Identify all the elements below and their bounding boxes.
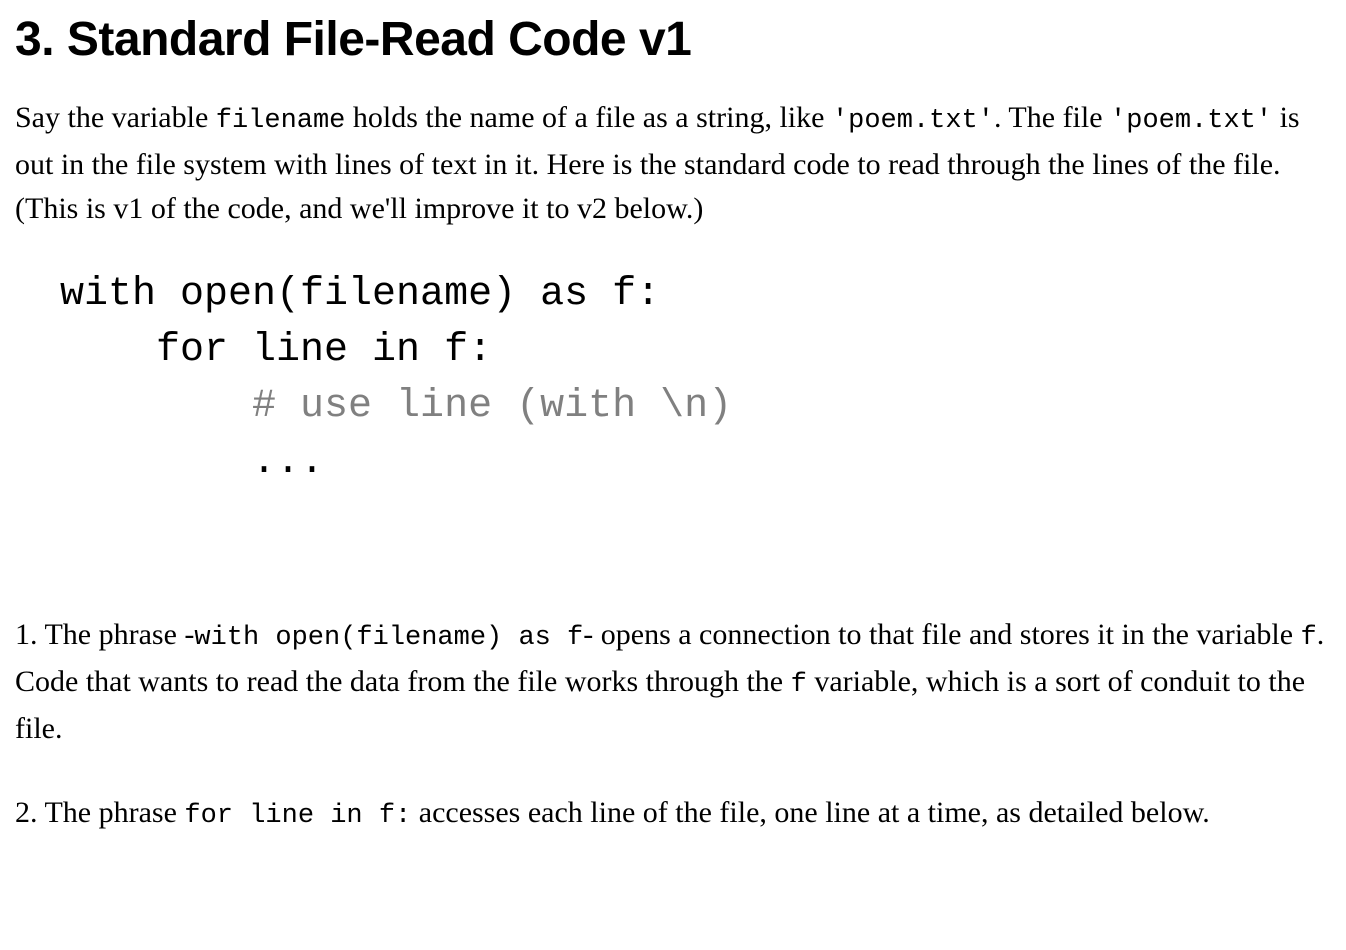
inline-code-filename: filename: [215, 106, 346, 136]
item-2-number: 2.: [15, 796, 38, 829]
intro-paragraph: Say the variable filename holds the name…: [15, 96, 1331, 231]
item-1-text-4: variable, which is a sort of conduit to …: [15, 665, 1306, 745]
numbered-item-2: 2. The phrase for line in f: accesses ea…: [15, 791, 1331, 838]
intro-text-4: is out in the file system with lines of …: [15, 101, 1300, 225]
document-page: 3. Standard File-Read Code v1 Say the va…: [15, 13, 1331, 838]
intro-text-1: Say the variable: [15, 101, 216, 134]
item-1-number: 1.: [15, 618, 38, 651]
item-1-text-2: - opens a connection to that file and st…: [583, 618, 1301, 651]
page-title: 3. Standard File-Read Code v1: [15, 13, 692, 66]
inline-code-poem-txt-1: 'poem.txt': [831, 106, 994, 136]
inline-code-poem-txt-2: 'poem.txt': [1110, 106, 1273, 136]
item-1-text-1: The phrase -: [37, 618, 195, 651]
item-2-text-2: accesses each line of the file, one line…: [411, 796, 1210, 829]
item-1-text-3: . Code that wants to read the data from …: [15, 618, 1325, 698]
code-line-1: with open(filename) as f:: [60, 272, 661, 317]
item-2-text-1: The phrase: [37, 796, 185, 829]
code-line-3-comment: # use line (with \n): [60, 384, 733, 429]
inline-code-for-line-in-f: for line in f:: [184, 801, 412, 831]
intro-text-3: . The file: [993, 101, 1111, 134]
code-line-4-ellipsis: ...: [60, 440, 325, 485]
inline-code-with-open-as-f: with open(filename) as f: [194, 623, 584, 653]
numbered-item-1: 1. The phrase -with open(filename) as f-…: [15, 613, 1331, 751]
inline-code-f-2: f: [790, 670, 807, 700]
code-block: with open(filename) as f: for line in f:…: [15, 231, 1331, 491]
code-line-2: for line in f:: [60, 328, 493, 373]
inline-code-f-1: f: [1300, 623, 1317, 653]
intro-text-2: holds the name of a file as a string, li…: [345, 101, 832, 134]
